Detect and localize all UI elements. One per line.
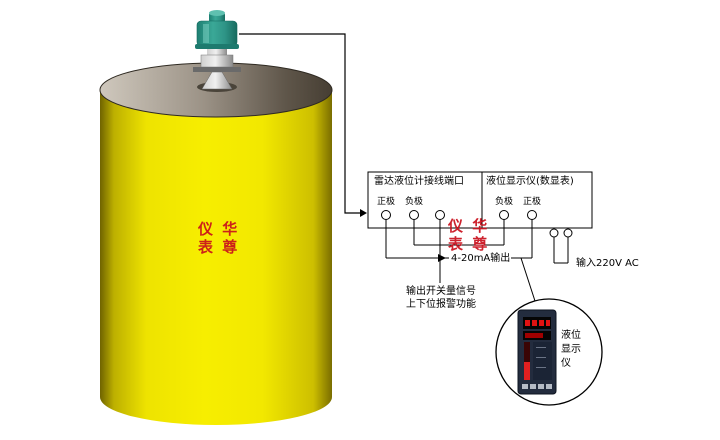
watermark-wiring: 仪 华 表 尊 <box>447 217 489 253</box>
radar-terminal-negative <box>409 210 419 220</box>
bargraph-level <box>524 362 530 380</box>
terminal-box-display-frame <box>481 171 593 229</box>
terminal-box-radar: 雷达液位计接线端口 正极 负极 <box>367 171 493 229</box>
label-4-20ma-output: 4-20mA输出 <box>451 251 510 264</box>
digit-segment <box>525 333 543 338</box>
display-instrument <box>517 309 557 395</box>
display-positive-label: 正极 <box>523 195 541 207</box>
scale-tick <box>536 367 546 368</box>
radar-terminal-switch <box>435 210 445 220</box>
sensor-housing-rim <box>195 44 239 49</box>
radar-negative-label: 负极 <box>405 195 423 207</box>
instrument-button <box>530 384 536 389</box>
tank-body <box>100 90 332 425</box>
magnifier-label-1: 液位 <box>561 328 581 341</box>
watermark-line-1: 仪 华 <box>197 220 239 238</box>
scale-tick <box>536 347 546 348</box>
label-switch-signal: 输出开关量信号 <box>406 284 476 297</box>
display-terminal-positive <box>527 210 537 220</box>
terminal-box-radar-title: 雷达液位计接线端口 <box>374 174 464 187</box>
sensor-neck <box>207 49 227 55</box>
bargraph-track <box>524 342 530 380</box>
radar-level-sensor <box>193 10 241 90</box>
terminal-box-display-title: 液位显示仪(数显表) <box>486 174 574 187</box>
terminal-box-display: 液位显示仪(数显表) 负极 正极 <box>481 171 593 238</box>
instrument-button <box>522 384 528 389</box>
display-terminal-power-1 <box>549 228 559 238</box>
watermark-tank: 仪 华 表 尊 <box>197 220 239 256</box>
label-alarm-function: 上下位报警功能 <box>406 297 476 310</box>
watermark-line-2: 表 尊 <box>448 235 489 253</box>
wire-arrowhead-icon <box>360 209 367 217</box>
digit-segment <box>539 320 544 326</box>
display-negative-label: 负极 <box>495 195 513 207</box>
radar-positive-label: 正极 <box>377 195 395 207</box>
sensor-housing-highlight <box>203 24 209 43</box>
magnifier-label-2: 显示 <box>561 343 581 355</box>
sensor-horn-antenna <box>201 71 233 90</box>
radar-terminal-positive <box>381 210 391 220</box>
instrument-button <box>538 384 544 389</box>
label-backplate <box>449 251 511 264</box>
magnifier-label-3: 仪 <box>561 357 571 369</box>
digit-segment <box>546 320 550 326</box>
digit-segment <box>525 320 530 326</box>
sensor-signal-wire <box>239 33 367 217</box>
sensor-top-knob-cap <box>209 10 225 16</box>
scale-tick <box>536 357 546 358</box>
sensor-flange <box>193 67 241 72</box>
watermark-line-1: 仪 华 <box>447 217 489 235</box>
instrument-button <box>546 384 552 389</box>
label-220v-input: 输入220V AC <box>576 256 639 269</box>
display-terminal-negative <box>499 210 509 220</box>
current-loop-arrowhead-icon <box>438 254 446 262</box>
sensor-process-connection <box>200 54 234 68</box>
display-terminal-power-2 <box>563 228 573 238</box>
callout-leader-line <box>520 257 536 302</box>
magnifier-callout: 液位 显示 仪 <box>495 257 603 406</box>
bargraph-scale <box>533 342 552 380</box>
wire-path <box>239 33 360 214</box>
watermark-line-2: 表 尊 <box>198 238 239 256</box>
digit-segment <box>532 320 537 326</box>
